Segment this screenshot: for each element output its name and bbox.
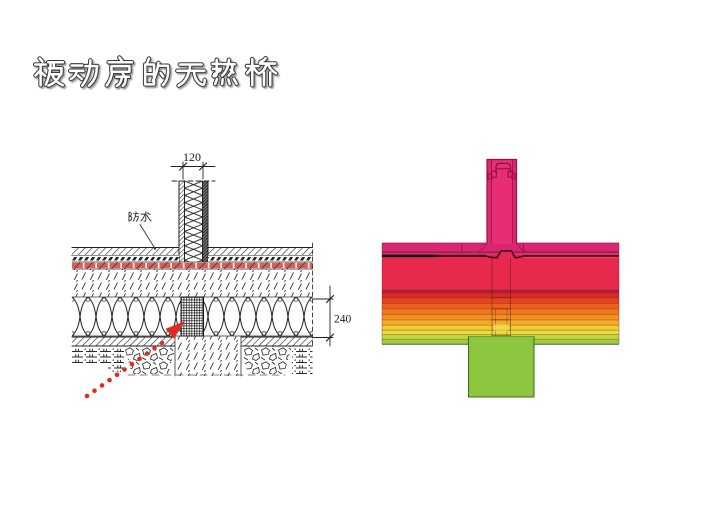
svg-text:120: 120 <box>183 150 201 164</box>
svg-text:240: 240 <box>334 314 352 326</box>
